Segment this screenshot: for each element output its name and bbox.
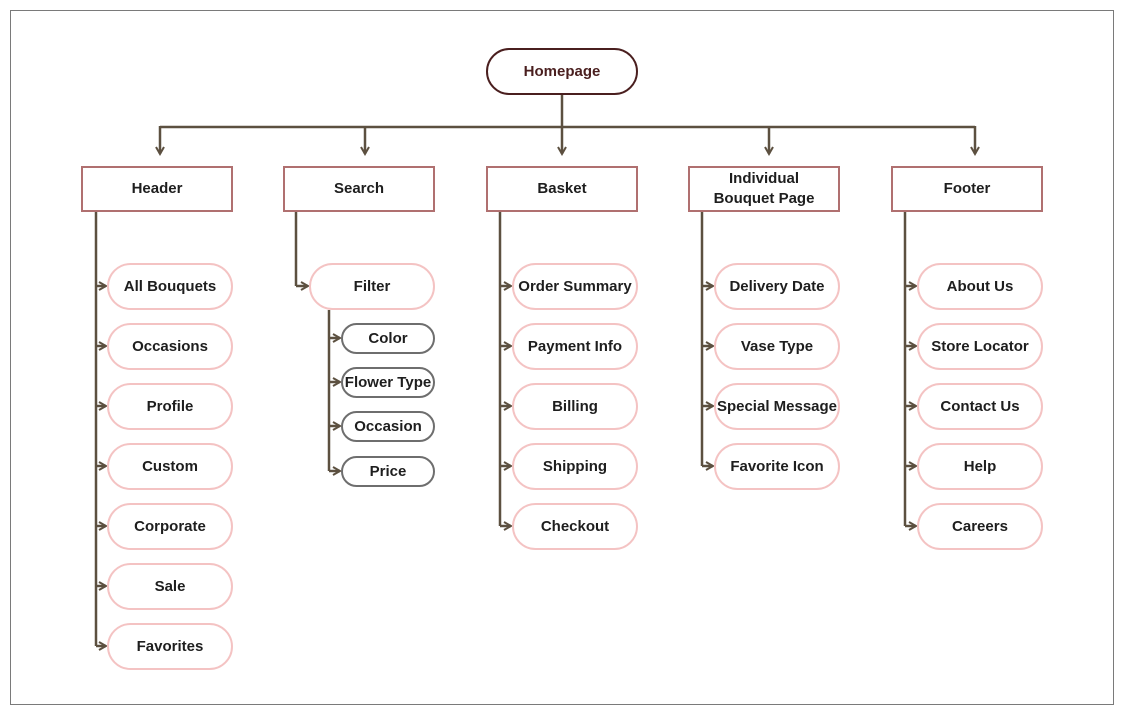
leaf-node: Sale xyxy=(107,563,233,610)
leaf-node: Corporate xyxy=(107,503,233,550)
section-node: Search xyxy=(283,166,435,212)
leaf-node: Favorite Icon xyxy=(714,443,840,490)
leaf-node: Checkout xyxy=(512,503,638,550)
leaf-node: Vase Type xyxy=(714,323,840,370)
leaf-node: Payment Info xyxy=(512,323,638,370)
section-node: Header xyxy=(81,166,233,212)
section-node: Basket xyxy=(486,166,638,212)
leaf-node: Custom xyxy=(107,443,233,490)
leaf-node: Favorites xyxy=(107,623,233,670)
leaf-node: Shipping xyxy=(512,443,638,490)
subleaf-node: Price xyxy=(341,456,435,487)
subleaf-node: Color xyxy=(341,323,435,354)
leaf-node: Order Summary xyxy=(512,263,638,310)
leaf-node: Store Locator xyxy=(917,323,1043,370)
leaf-node: Occasions xyxy=(107,323,233,370)
leaf-node: Profile xyxy=(107,383,233,430)
leaf-node: Billing xyxy=(512,383,638,430)
subleaf-node: Flower Type xyxy=(341,367,435,398)
diagram-frame xyxy=(10,10,1114,705)
subleaf-node: Occasion xyxy=(341,411,435,442)
leaf-node: All Bouquets xyxy=(107,263,233,310)
leaf-node: Filter xyxy=(309,263,435,310)
leaf-node: About Us xyxy=(917,263,1043,310)
root-node-homepage: Homepage xyxy=(486,48,638,95)
section-node: Individual Bouquet Page xyxy=(688,166,840,212)
section-node: Footer xyxy=(891,166,1043,212)
leaf-node: Delivery Date xyxy=(714,263,840,310)
leaf-node: Special Message xyxy=(714,383,840,430)
leaf-node: Help xyxy=(917,443,1043,490)
leaf-node: Careers xyxy=(917,503,1043,550)
leaf-node: Contact Us xyxy=(917,383,1043,430)
